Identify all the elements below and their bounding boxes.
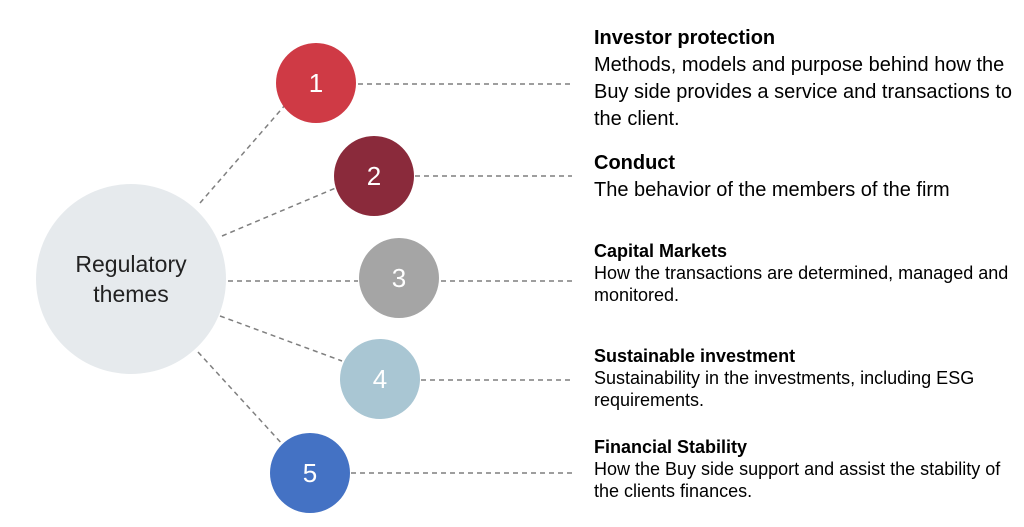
theme-title-3: Capital Markets [594, 241, 728, 261]
theme-node-5: 5 [270, 433, 350, 513]
theme-description-3: How the transactions are determined, man… [594, 263, 1009, 305]
hub-connector-2 [221, 186, 339, 237]
hub-connector-4 [219, 315, 343, 362]
theme-number-4: 4 [372, 363, 388, 394]
hub-connector-1 [199, 103, 287, 204]
theme-number-2: 2 [366, 160, 382, 191]
theme-number-5: 5 [302, 457, 318, 488]
theme-node-1: 1 [276, 43, 356, 123]
theme-node-2: 2 [334, 136, 414, 216]
theme-description-2: The behavior of the members of the firm [594, 179, 950, 201]
theme-block-4: Sustainable investment Sustainability in… [594, 345, 1014, 411]
theme-block-3: Capital Markets How the transactions are… [594, 240, 1014, 306]
theme-description-1: Methods, models and purpose behind how t… [594, 54, 1012, 130]
theme-block-1: Investor protection Methods, models and … [594, 25, 1014, 133]
theme-title-4: Sustainable investment [594, 346, 796, 366]
theme-description-4: Sustainability in the investments, inclu… [594, 368, 975, 410]
theme-block-2: Conduct The behavior of the members of t… [594, 150, 1014, 204]
theme-node-4: 4 [340, 339, 420, 419]
theme-title-5: Financial Stability [594, 437, 748, 457]
theme-node-3: 3 [359, 238, 439, 318]
theme-number-1: 1 [308, 67, 324, 98]
theme-title-2: Conduct [594, 152, 676, 174]
theme-title-1: Investor protection [594, 27, 776, 49]
hub-label: Regulatory themes [51, 249, 211, 309]
theme-block-5: Financial Stability How the Buy side sup… [594, 436, 1014, 502]
hub-label-line1: Regulatory [75, 251, 187, 277]
hub-label-line2: themes [93, 281, 169, 307]
hub-circle: Regulatory themes [36, 184, 226, 374]
theme-description-5: How the Buy side support and assist the … [594, 459, 1001, 501]
theme-number-3: 3 [391, 262, 407, 293]
hub-connector-5 [197, 351, 285, 447]
